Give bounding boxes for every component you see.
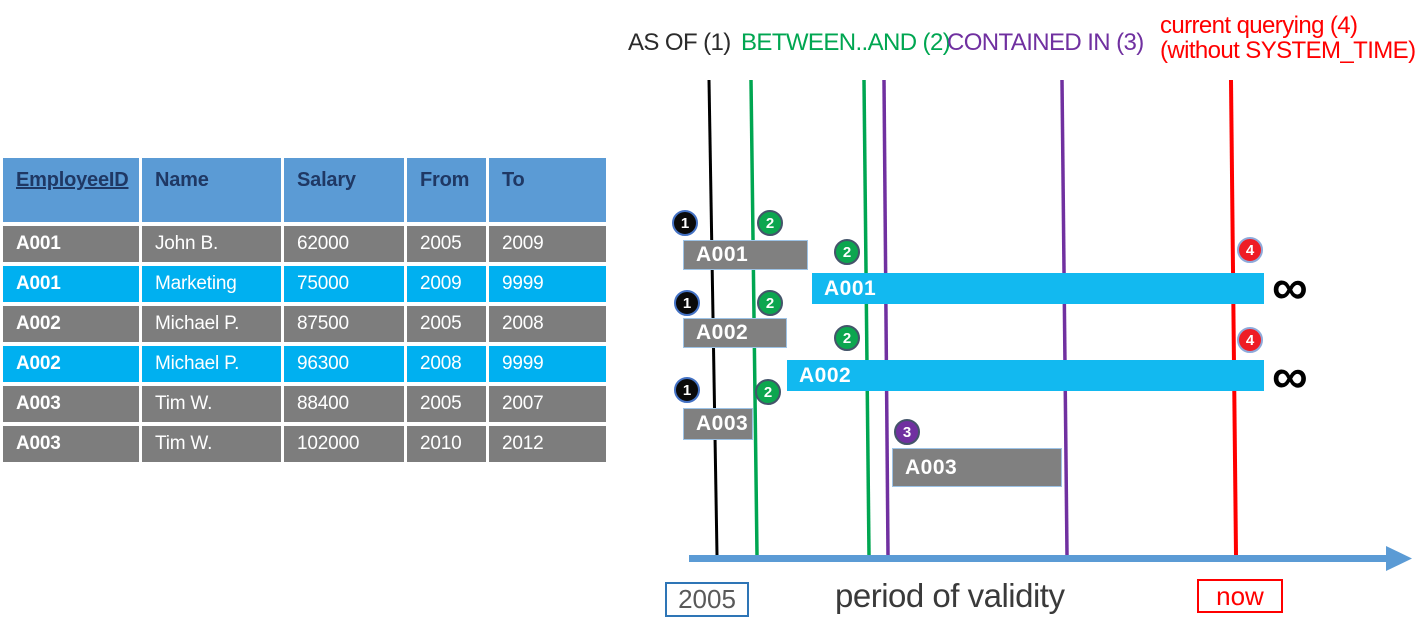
contained-end-line: [1060, 79, 1069, 556]
axis-title: period of validity: [835, 577, 1065, 614]
cell-salary: 62000: [284, 226, 404, 262]
legend-as-of: AS OF (1): [628, 29, 731, 56]
marker-between-a002-old: 2: [757, 290, 783, 316]
cell-from: 2005: [407, 306, 486, 342]
axis-origin-year-box: 2005: [665, 582, 749, 617]
col-header-to: To: [489, 158, 606, 222]
col-header-name: Name: [142, 158, 281, 222]
cell-name: John B.: [142, 226, 281, 262]
bar-label: A003: [905, 455, 958, 479]
marker-contained-a003: 3: [894, 419, 920, 445]
cell-name: Tim W.: [142, 426, 281, 462]
cell-salary: 87500: [284, 306, 404, 342]
cell-from: 2009: [407, 266, 486, 302]
marker-as-of-a002: 1: [674, 290, 700, 316]
validity-bar-a003-old: A003: [683, 408, 753, 440]
legend-between-and: BETWEEN..AND (2): [741, 29, 951, 56]
cell-employee-id: A002: [3, 346, 139, 382]
col-header-employee-id: EmployeeID: [3, 158, 139, 222]
marker-between-a001-current: 2: [834, 239, 860, 265]
cell-name: Michael P.: [142, 306, 281, 342]
between-end-line: [862, 79, 871, 556]
col-header-salary: Salary: [284, 158, 404, 222]
cell-salary: 75000: [284, 266, 404, 302]
marker-as-of-a001: 1: [672, 210, 698, 236]
validity-bar-a003-contained: A003: [892, 448, 1062, 487]
bar-label: A001: [696, 243, 749, 266]
cell-from: 2010: [407, 426, 486, 462]
cell-from: 2008: [407, 346, 486, 382]
marker-current-a001: 4: [1237, 237, 1263, 263]
employee-history-table: EmployeeID Name Salary From To A001 John…: [3, 158, 606, 462]
cell-from: 2005: [407, 386, 486, 422]
cell-to: 2007: [489, 386, 606, 422]
marker-as-of-a003: 1: [674, 377, 700, 403]
marker-between-a001-old: 2: [757, 210, 783, 236]
bar-label: A001: [824, 276, 877, 300]
infinity-icon: ∞: [1272, 348, 1308, 404]
validity-bar-a002-current: A002: [787, 360, 1264, 391]
cell-to: 2009: [489, 226, 606, 262]
cell-employee-id: A002: [3, 306, 139, 342]
now-query-line: [1229, 79, 1238, 556]
legend-current-querying-line1: current querying (4): [1160, 12, 1358, 39]
bar-label: A002: [696, 321, 749, 344]
cell-to: 9999: [489, 346, 606, 382]
legend-current-querying-line2: (without SYSTEM_TIME): [1160, 37, 1416, 64]
cell-name: Marketing: [142, 266, 281, 302]
infinity-icon: ∞: [1272, 259, 1308, 315]
validity-bar-a001-old: A001: [683, 240, 808, 270]
contained-start-line: [882, 79, 890, 556]
axis-now-box: now: [1197, 579, 1283, 613]
time-axis-arrowhead: [1386, 546, 1412, 571]
cell-employee-id: A003: [3, 386, 139, 422]
cell-name: Michael P.: [142, 346, 281, 382]
col-header-from: From: [407, 158, 486, 222]
bar-label: A002: [799, 363, 852, 387]
cell-employee-id: A001: [3, 226, 139, 262]
validity-bar-a002-old: A002: [683, 318, 787, 348]
legend-contained-in: CONTAINED IN (3): [947, 29, 1144, 56]
marker-between-a002-current: 2: [834, 325, 860, 351]
cell-to: 2008: [489, 306, 606, 342]
cell-from: 2005: [407, 226, 486, 262]
validity-bar-a001-current: A001: [812, 273, 1264, 304]
cell-employee-id: A001: [3, 266, 139, 302]
cell-employee-id: A003: [3, 426, 139, 462]
cell-salary: 96300: [284, 346, 404, 382]
marker-current-a002: 4: [1237, 327, 1263, 353]
cell-to: 2012: [489, 426, 606, 462]
bar-label: A003: [696, 412, 749, 435]
cell-salary: 102000: [284, 426, 404, 462]
marker-between-a003-old: 2: [755, 379, 781, 405]
cell-name: Tim W.: [142, 386, 281, 422]
cell-to: 9999: [489, 266, 606, 302]
cell-salary: 88400: [284, 386, 404, 422]
